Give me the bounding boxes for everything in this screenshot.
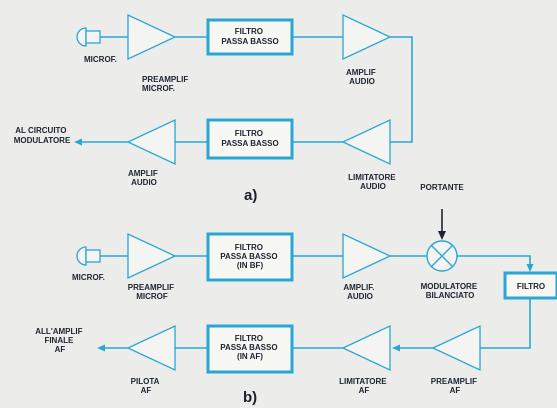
audio-amp-label-a: AMPLIF AUDIO [346,68,378,86]
output-label-b: ALL'AMPLIF FINALE AF [35,327,84,354]
audio-amp2-label-a: AMPLIF AUDIO [128,169,160,187]
output-arrow-a [74,138,82,146]
filter-box-a1 [206,18,294,56]
audio-amp-triangle-b [342,232,392,280]
preamp-triangle-a [127,13,177,61]
diagram-b: PORTANTE MICROF. PREAMPLIF MICROF FILTRO… [35,183,557,406]
carrier-label: PORTANTE [420,183,464,192]
audio-amp-label-b: AMPLIF. AUDIO [343,283,376,301]
audio-amp2-triangle-a [126,118,176,166]
driver-af-triangle-b [126,324,176,372]
filter-label-b2: FILTRO PASSA BASSO (IN AF) [220,334,280,361]
filter-box-b2 [206,324,294,374]
preamp-af-triangle-b [431,324,481,372]
microphone-icon [76,27,101,47]
limiter-label-a: LIMITATORE AUDIO [348,173,398,191]
filter-label-b1: FILTRO PASSA BASSO (IN BF) [220,243,280,270]
preamp-af-label-b: PREAMPLIF AF [431,377,479,395]
limiter-af-label-b: LIMITATORE AF [339,377,389,395]
wire-amp-limiter-a [390,36,413,143]
wire-modulator-filter-b [457,255,531,266]
preamp-label-a: PREAMPLIF MICROF. [142,75,190,93]
preamp-triangle-b [127,232,177,280]
caption-a: a) [244,187,257,204]
output-arrow-b [97,344,105,352]
diagram-a: MICROF. PREAMPLIF MICROF. FILTRO PASSA B… [14,13,413,204]
limiter-af-triangle-b [341,324,391,372]
filter-label-a1: FILTRO PASSA BASSO [221,27,278,46]
arrow-into-filter-b [526,264,534,272]
caption-b: b) [243,389,257,406]
output-label-a: AL CIRCUITO MODULATORE [14,126,71,145]
limiter-triangle-a [341,118,391,166]
balanced-modulator-symbol [426,240,458,272]
microphone-icon [76,246,101,266]
driver-af-label-b: PILOTA AF [131,377,162,395]
audio-amp-triangle-a [342,13,392,61]
filter-box-b-right [503,271,557,300]
filter-box-a2 [206,118,294,160]
filter-label-a2: FILTRO PASSA BASSO [221,129,278,148]
mic-label-b: MICROF. [72,273,105,282]
wire-filter-preamp-af-b [480,298,531,349]
modulator-label-b: MODULATORE BILANCIATO [421,282,480,300]
preamp-label-b: PREAMPLIF MICROF [128,283,176,301]
filter-label-b-right: FILTRO [517,282,545,291]
arrow-into-limiter-b [392,344,400,352]
filter-box-b1 [206,232,294,282]
carrier-arrow-head [438,231,446,240]
mic-label-a: MICROF. [84,55,117,64]
